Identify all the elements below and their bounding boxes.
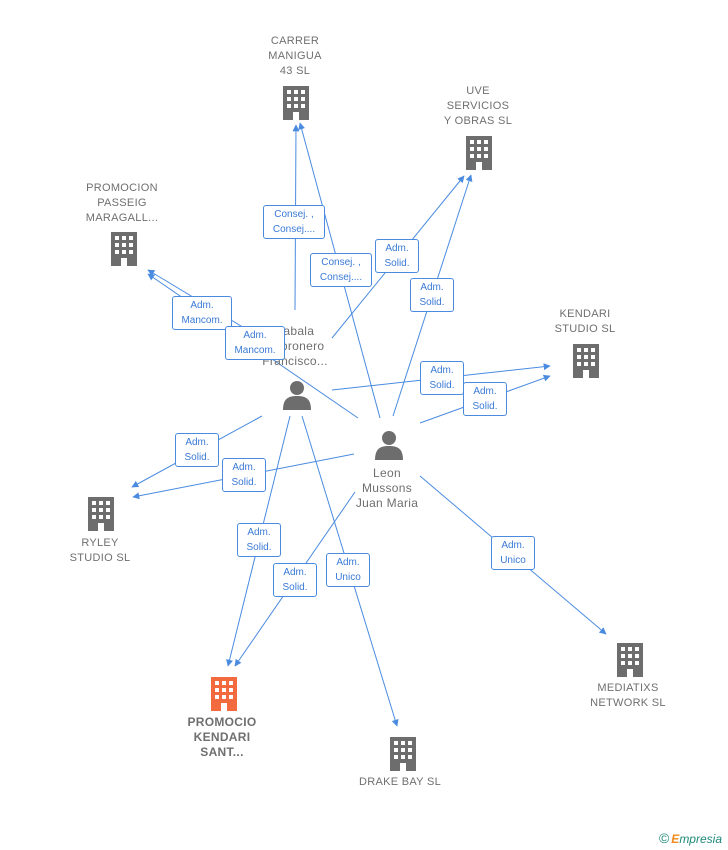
edge-role-text: Adm. <box>247 527 271 538</box>
edge-role-text: Consej. , <box>321 257 361 268</box>
node-label-line: MARAGALL... <box>85 212 159 224</box>
edge-role-label[interactable]: Adm. Solid. <box>463 382 507 416</box>
node-label-line: PROMOCION <box>86 182 158 194</box>
building-icon-mediatixs[interactable] <box>617 643 643 677</box>
edge-role-text: Adm. <box>283 567 307 578</box>
node-label-line: SERVICIOS <box>446 100 510 112</box>
building-icon-drake[interactable] <box>390 737 416 771</box>
node-label-ryley[interactable]: RYLEY STUDIO SL <box>50 536 150 566</box>
node-label-kendari_studio[interactable]: KENDARI STUDIO SL <box>537 307 633 337</box>
building-icon-kendari_studio[interactable] <box>573 344 599 378</box>
node-label-line: STUDIO SL <box>554 323 616 335</box>
edge-role-label[interactable]: Adm. Unico <box>326 553 370 587</box>
edge-role-label[interactable]: Adm. Unico <box>491 536 535 570</box>
node-label-line: STUDIO SL <box>69 552 131 564</box>
node-label-line: Mussons <box>361 481 413 495</box>
edge-role-text: Adm. <box>190 300 214 311</box>
edge-role-text: Consej.... <box>319 272 363 283</box>
copyright-symbol: © <box>658 830 670 846</box>
building-icon-promocio_kendari[interactable] <box>211 677 237 711</box>
edge-role-text: Adm. <box>501 540 525 551</box>
edge-role-label[interactable]: Adm. Mancom. <box>225 326 285 360</box>
person-icon-zabala[interactable] <box>283 381 311 410</box>
node-label-line: KENDARI <box>559 308 611 320</box>
node-label-line: UVE <box>466 85 490 97</box>
node-label-mediatixs[interactable]: MEDIATIXS NETWORK SL <box>570 681 686 711</box>
person-icon-leon[interactable] <box>375 431 403 460</box>
node-label-line: Y OBRAS SL <box>443 115 513 127</box>
edge-role-text: Adm. <box>243 330 267 341</box>
node-label-line: 43 SL <box>279 65 311 77</box>
edge-role-label[interactable]: Adm. Solid. <box>273 563 317 597</box>
edge-role-label[interactable]: Adm. Solid. <box>410 278 454 312</box>
edge-role-label[interactable]: Adm. Solid. <box>222 458 266 492</box>
edge-role-text: Mancom. <box>181 315 223 326</box>
edge-role-text: Solid. <box>282 582 308 593</box>
node-label-line: Leon <box>373 466 401 480</box>
building-icon-ryley[interactable] <box>88 497 114 531</box>
edge-role-text: Adm. <box>430 365 454 376</box>
building-icon-uve[interactable] <box>466 136 492 170</box>
edge-role-text: Unico <box>335 572 361 583</box>
node-label-line: Juan Maria <box>355 496 419 510</box>
edge-role-text: Solid. <box>429 380 455 391</box>
node-label-line: PASSEIG <box>97 197 147 209</box>
building-icon-promocion_passeig[interactable] <box>111 232 137 266</box>
edge-role-text: Unico <box>500 555 526 566</box>
edge-role-text: Adm. <box>420 282 444 293</box>
node-label-line: MANIGUA <box>268 50 322 62</box>
edge-role-text: Solid. <box>184 452 210 463</box>
node-label-uve[interactable]: UVE SERVICIOS Y OBRAS SL <box>430 84 526 129</box>
node-label-line: SANT... <box>200 745 244 759</box>
edge-role-label[interactable]: Consej. , Consej.... <box>310 253 372 287</box>
brand-initial: E <box>671 832 680 846</box>
building-icon-carrer[interactable] <box>283 86 309 120</box>
node-label-promocion_passeig[interactable]: PROMOCION PASSEIG MARAGALL... <box>70 181 174 226</box>
node-label-line: MEDIATIXS <box>597 682 659 694</box>
node-label-line: PROMOCIO <box>187 715 257 729</box>
edge-role-text: Solid. <box>384 258 410 269</box>
edge-role-label[interactable]: Adm. Solid. <box>375 239 419 273</box>
node-label-drake[interactable]: DRAKE BAY SL <box>340 775 460 790</box>
edge-role-label[interactable]: Adm. Mancom. <box>172 296 232 330</box>
brand-logo: ©Empresia <box>659 830 722 846</box>
edge-role-text: Adm. <box>185 437 209 448</box>
edge-role-text: Adm. <box>473 386 497 397</box>
edge-role-label[interactable]: Adm. Solid. <box>175 433 219 467</box>
edge-role-label[interactable]: Consej. , Consej.... <box>263 205 325 239</box>
edge-role-label[interactable]: Adm. Solid. <box>237 523 281 557</box>
edge-role-text: Mancom. <box>234 345 276 356</box>
edge-role-text: Solid. <box>419 297 445 308</box>
edge-role-text: Solid. <box>246 542 272 553</box>
edge-role-text: Adm. <box>385 243 409 254</box>
edge-role-label[interactable]: Adm. Solid. <box>420 361 464 395</box>
node-label-line: NETWORK SL <box>590 697 666 709</box>
edge-role-text: Consej.... <box>272 224 316 235</box>
node-label-line: DRAKE BAY SL <box>358 776 442 788</box>
node-label-line: KENDARI <box>193 730 251 744</box>
edge-role-text: Solid. <box>231 477 257 488</box>
brand-name: mpresia <box>679 832 722 846</box>
node-label-carrer[interactable]: CARRER MANIGUA 43 SL <box>255 34 335 79</box>
node-label-line: RYLEY <box>81 537 119 549</box>
edge-role-text: Adm. <box>336 557 360 568</box>
node-label-line: CARRER <box>270 35 320 47</box>
node-label-line: Zabala <box>275 324 315 338</box>
edge-role-text: Consej. , <box>274 209 314 220</box>
edge-role-text: Adm. <box>232 462 256 473</box>
edge-role-text: Solid. <box>472 401 498 412</box>
